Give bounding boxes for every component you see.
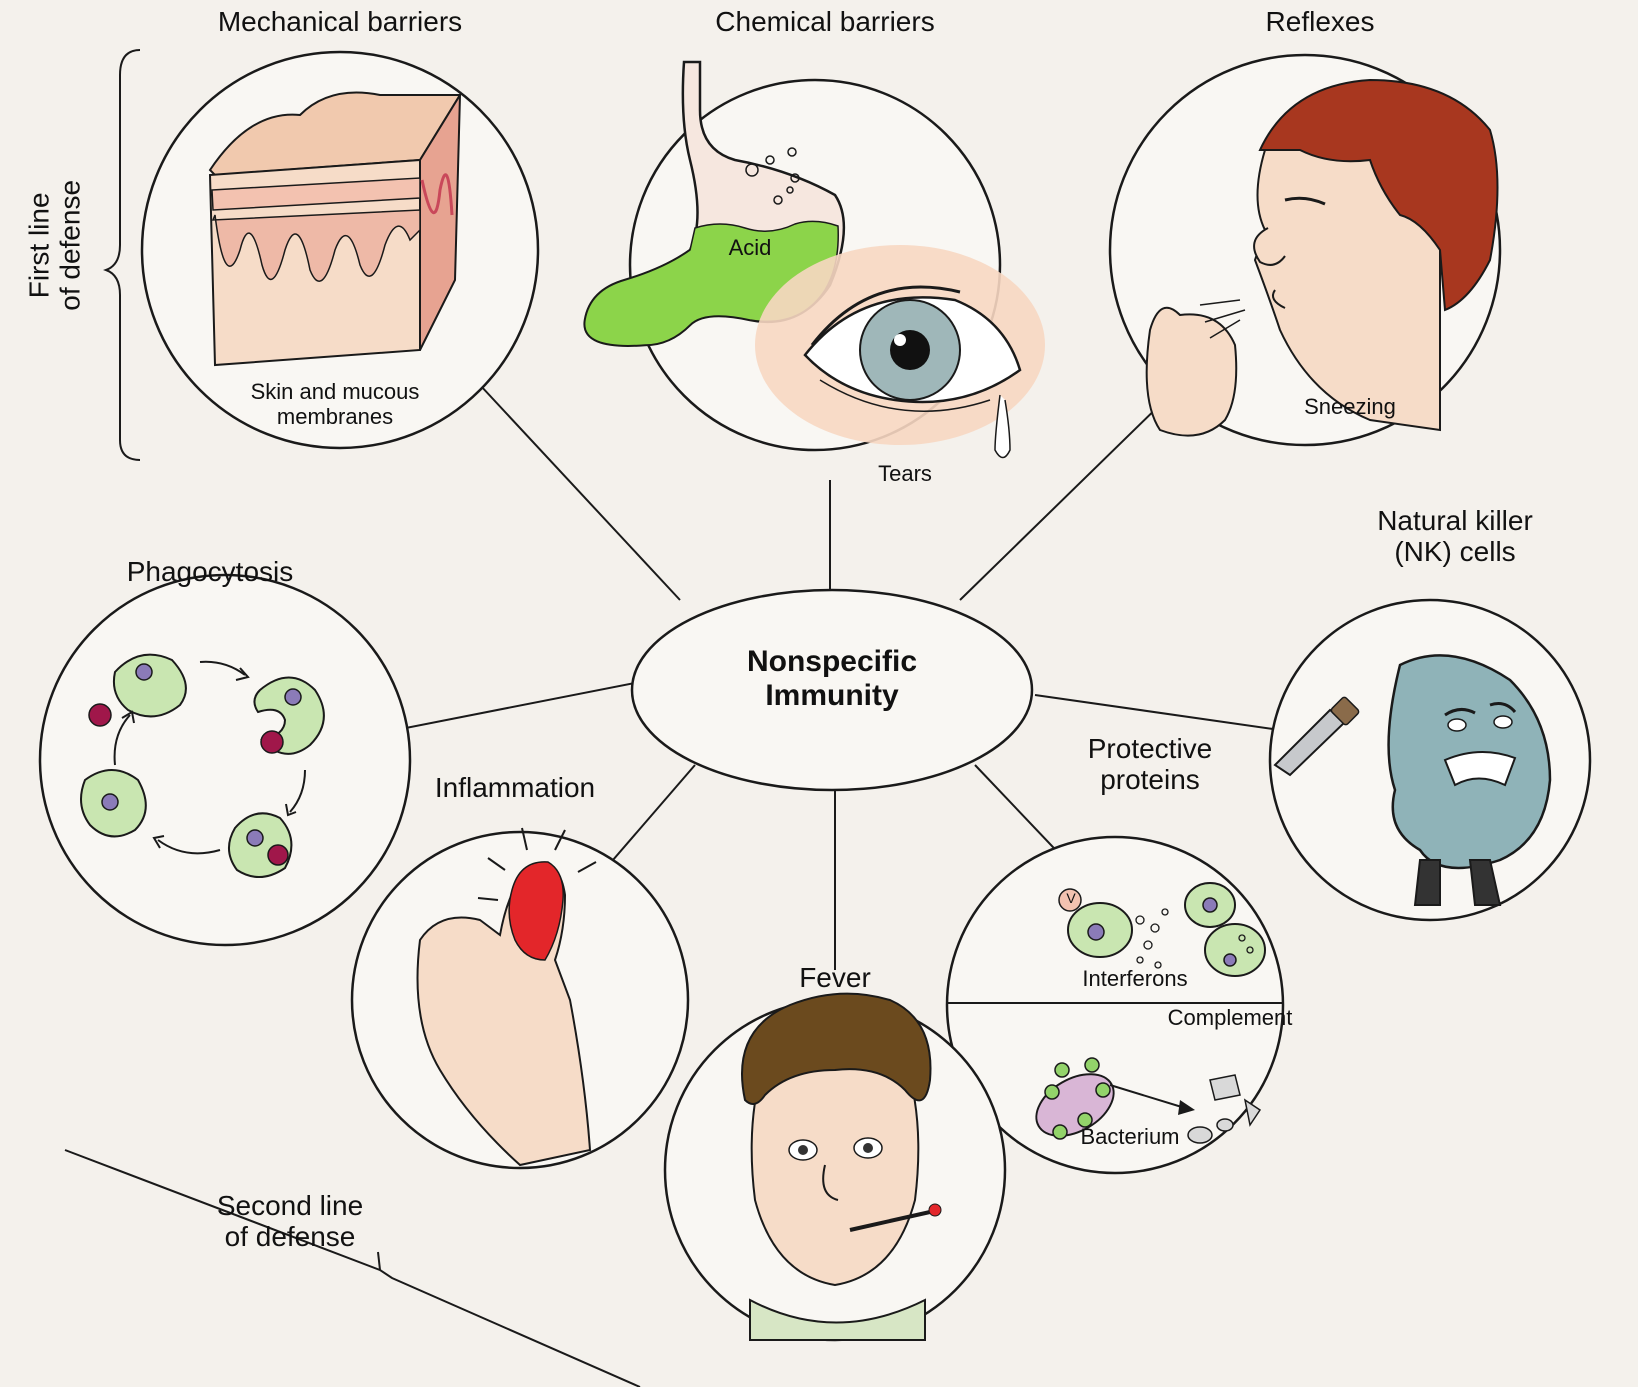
interferons-label: Interferons — [1055, 967, 1215, 992]
second-line-label-line1: Second line — [180, 1190, 400, 1221]
nk-title-line2: (NK) cells — [1335, 536, 1575, 567]
mechanical-barriers-title: Mechanical barriers — [155, 6, 525, 37]
phagocytosis-circle — [40, 575, 410, 945]
chemical-barriers-circle — [585, 62, 1045, 458]
chemical-barriers-title: Chemical barriers — [650, 6, 1000, 37]
skin-caption: Skin and mucous membranes — [220, 380, 450, 429]
second-line-label-line2: of defense — [180, 1221, 400, 1252]
protective-title-line2: proteins — [1050, 764, 1250, 795]
first-line-label-line2: of defense — [55, 145, 86, 345]
reflexes-title: Reflexes — [1220, 6, 1420, 37]
nk-cells-circle — [1270, 600, 1590, 920]
center-title-line1: Nonspecific — [707, 645, 957, 679]
center-title-line2: Immunity — [707, 679, 957, 713]
nk-cells-title: Natural killer (NK) cells — [1335, 505, 1575, 568]
bacterium-label: Bacterium — [1055, 1125, 1205, 1150]
reflexes-circle — [1110, 55, 1500, 445]
skin-caption-line2: membranes — [220, 405, 450, 430]
complement-label: Complement — [1145, 1006, 1315, 1031]
protective-title-line1: Protective — [1050, 733, 1250, 764]
first-line-brace — [106, 50, 140, 460]
nk-title-line1: Natural killer — [1335, 505, 1575, 536]
virus-mark: V — [1062, 891, 1080, 907]
second-line-label: Second line of defense — [180, 1190, 400, 1253]
sneezing-label: Sneezing — [1285, 395, 1415, 420]
inflammation-title: Inflammation — [405, 772, 625, 803]
center-title: Nonspecific Immunity — [707, 645, 957, 712]
acid-label: Acid — [695, 236, 805, 261]
tears-label: Tears — [855, 462, 955, 487]
phagocytosis-title: Phagocytosis — [105, 556, 315, 587]
protective-proteins-title: Protective proteins — [1050, 733, 1250, 796]
inflammation-circle — [352, 828, 688, 1168]
fever-title: Fever — [770, 962, 900, 993]
skin-caption-line1: Skin and mucous — [220, 380, 450, 405]
skin-block-icon — [210, 93, 460, 366]
first-line-label-line1: First line — [24, 145, 55, 345]
second-line-brace — [65, 1150, 640, 1387]
first-line-label: First line of defense — [24, 145, 87, 345]
